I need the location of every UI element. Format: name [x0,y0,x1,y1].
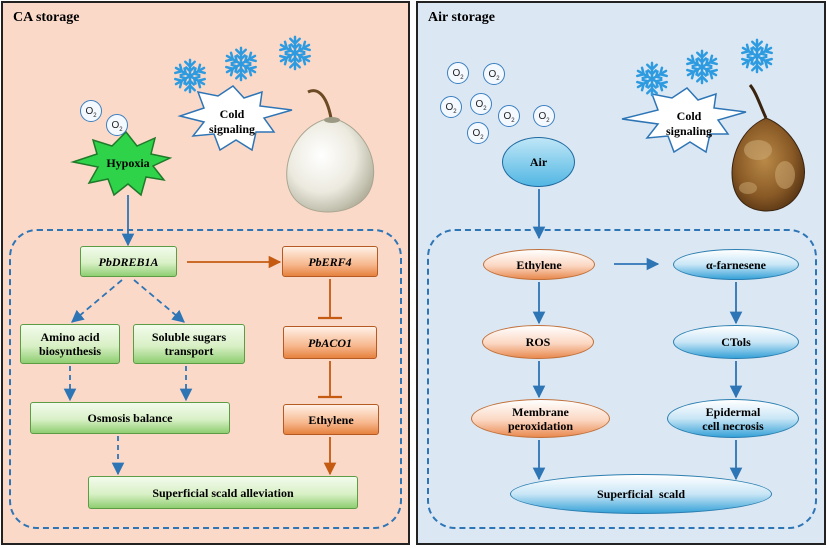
hypoxia-label: Hypoxia [106,156,150,170]
air-node: Air [502,137,575,187]
hypoxia-star-icon [70,130,173,197]
epidermal-line2: cell necrosis [702,418,764,433]
oxygen-bubble-icon: O2 [470,93,492,115]
epidermal-line1: Epidermal [705,404,761,419]
amino-acid-line1: Amino acid [40,330,100,344]
cold-signaling-line2: signaling [208,122,256,136]
cold-signaling-line2: signaling [665,124,713,138]
cold-signaling-line1: Cold [676,109,702,123]
osmosis-balance-node: Osmosis balance [30,402,230,434]
amino-acid-biosynthesis-node: Amino acid biosynthesis [20,324,120,364]
oxygen-bubble-icon: O2 [80,100,102,122]
oxygen-bubble-icon: O2 [440,96,462,118]
ctols-node: CTols [673,325,799,359]
cold-signaling-label: Cold signaling [651,109,727,139]
pberf4-node: PbERF4 [282,246,378,277]
air-pathway-box [427,229,817,529]
ca-storage-title: CA storage [13,10,80,25]
superficial-scald-alleviation-node: Superficial scald alleviation [88,476,358,509]
ethylene-node: Ethylene [283,404,379,435]
membrane-line1: Membrane [512,404,569,419]
cold-signaling-line1: Cold [219,107,245,121]
oxygen-bubble-icon: O2 [533,105,555,127]
oxygen-bubble-icon: O2 [498,105,520,127]
epidermal-cell-necrosis-node: Epidermal cell necrosis [667,399,799,438]
soluble-sugars-line2: transport [164,344,214,358]
oxygen-bubble-icon: O2 [483,63,505,85]
ca-regulation-box [9,229,402,529]
ethylene-node: Ethylene [483,249,595,280]
pbaco1-node: PbACO1 [283,326,377,359]
oxygen-bubble-icon: O2 [467,122,489,144]
dreb-to-amino-arrow [71,279,123,323]
membrane-line2: peroxidation [507,418,574,433]
pbdreb1a-node: PbDREB1A [80,246,177,277]
dreb-to-sugars-arrow [133,279,185,323]
cold-signaling-star-icon [621,87,747,154]
soluble-sugars-transport-node: Soluble sugars transport [133,324,245,364]
cold-signaling-label: Cold signaling [196,107,268,137]
membrane-peroxidation-node: Membrane peroxidation [471,399,610,438]
fresh-pear-icon [286,89,375,213]
scalded-pear-icon [731,84,805,212]
cold-signaling-star-icon [177,85,293,152]
alpha-farnesene-node: α-farnesene [673,249,799,280]
oxygen-bubble-icon: O2 [447,62,469,84]
soluble-sugars-line1: Soluble sugars [151,330,227,344]
amino-acid-line2: biosynthesis [38,344,102,358]
oxygen-bubble-icon: O2 [106,114,128,136]
superficial-scald-node: Superficial scald [510,474,772,514]
air-storage-title: Air storage [428,10,495,25]
ros-node: ROS [482,325,594,359]
